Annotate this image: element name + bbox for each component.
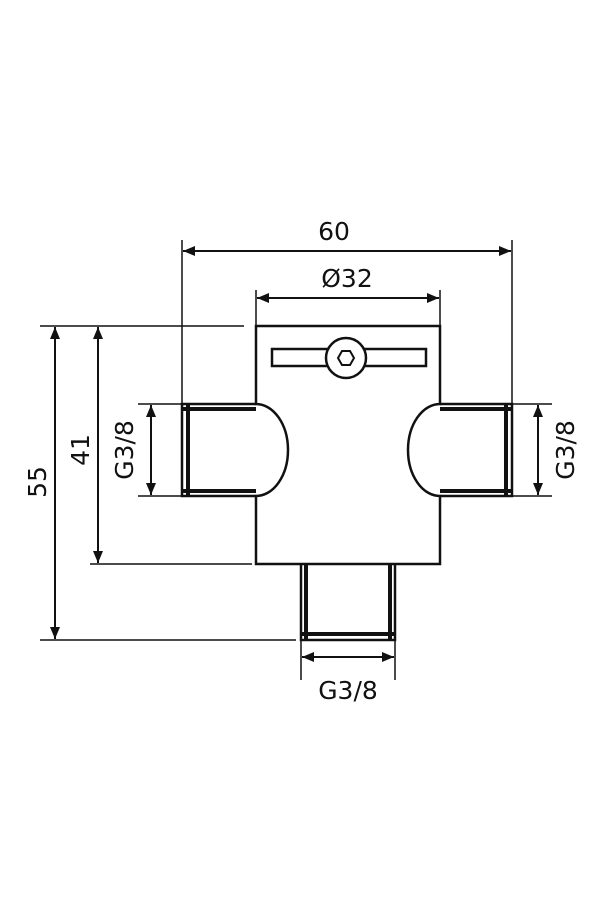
bottom-port-outline (299, 564, 397, 642)
label-thread-right: G3/8 (551, 420, 580, 480)
extension-lines (40, 240, 552, 680)
label-total-height: 55 (23, 466, 52, 498)
dimension-lines (50, 246, 543, 662)
label-thread-left: G3/8 (110, 420, 139, 480)
valve-body (254, 324, 442, 566)
adjustment-lever (270, 336, 428, 380)
right-port (440, 402, 514, 498)
valve-outline (180, 324, 514, 642)
dimension-labels: 60 Ø32 55 41 G3/8 G3/8 G3/8 (23, 217, 580, 705)
label-body-height: 41 (66, 434, 95, 466)
right-port-outline (440, 402, 514, 498)
label-total-width: 60 (318, 217, 350, 246)
left-port-outline (180, 402, 256, 498)
label-body-diameter: Ø32 (321, 264, 373, 293)
hex-socket-icon (336, 350, 356, 366)
label-thread-bottom: G3/8 (318, 676, 378, 705)
left-port (180, 402, 256, 498)
bottom-port (299, 564, 397, 642)
lever-hub (324, 336, 368, 380)
